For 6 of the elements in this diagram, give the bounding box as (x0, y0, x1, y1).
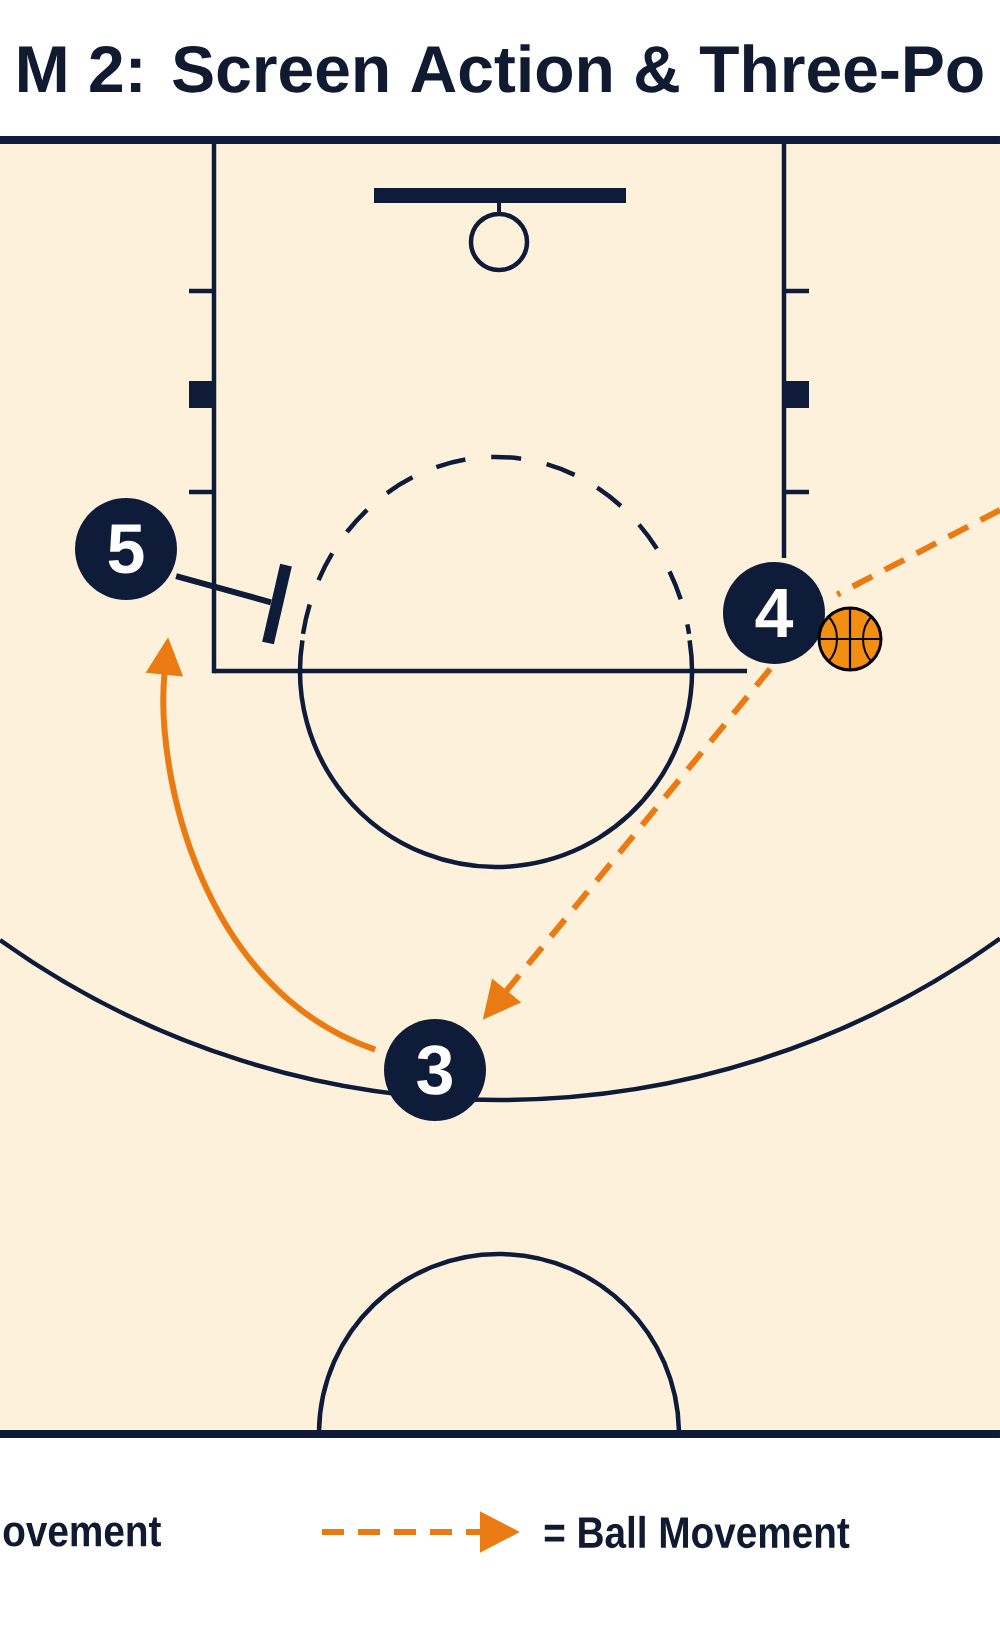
screen-bar (262, 563, 292, 645)
legend-text: ovement (3, 1517, 161, 1547)
legend-text: = Ball Movement (544, 1515, 850, 1549)
screen-line (175, 573, 272, 606)
diagram-title: M 2: Screen Action & Three-Po (19, 44, 983, 93)
dashed-line (835, 507, 1000, 598)
